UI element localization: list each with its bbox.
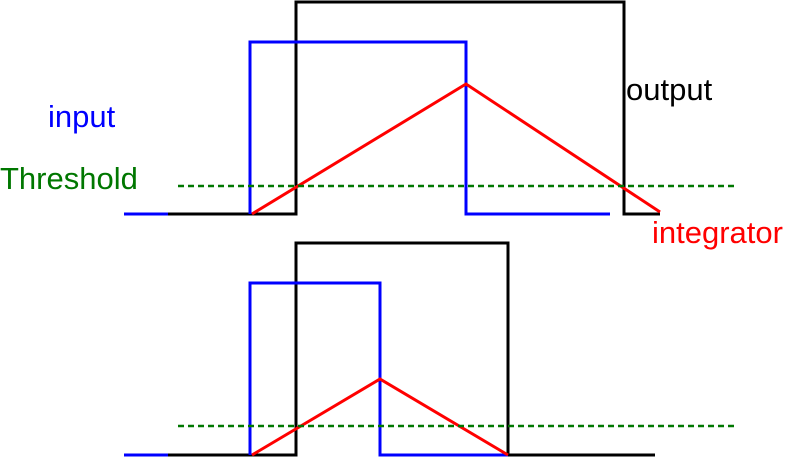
input-label: input — [48, 99, 116, 134]
bottom-output-waveform — [168, 241, 655, 457]
top-integrator-waveform — [251, 82, 661, 216]
bottom-integrator-waveform — [251, 377, 509, 457]
top-output-waveform — [168, 0, 660, 216]
bottom-input-waveform — [124, 281, 508, 457]
top-panel — [124, 0, 738, 216]
integrator-label: integrator — [652, 215, 783, 250]
bottom-panel — [124, 241, 738, 457]
output-label: output — [626, 72, 713, 107]
top-input-waveform — [124, 40, 610, 216]
threshold-label: Threshold — [0, 161, 138, 196]
